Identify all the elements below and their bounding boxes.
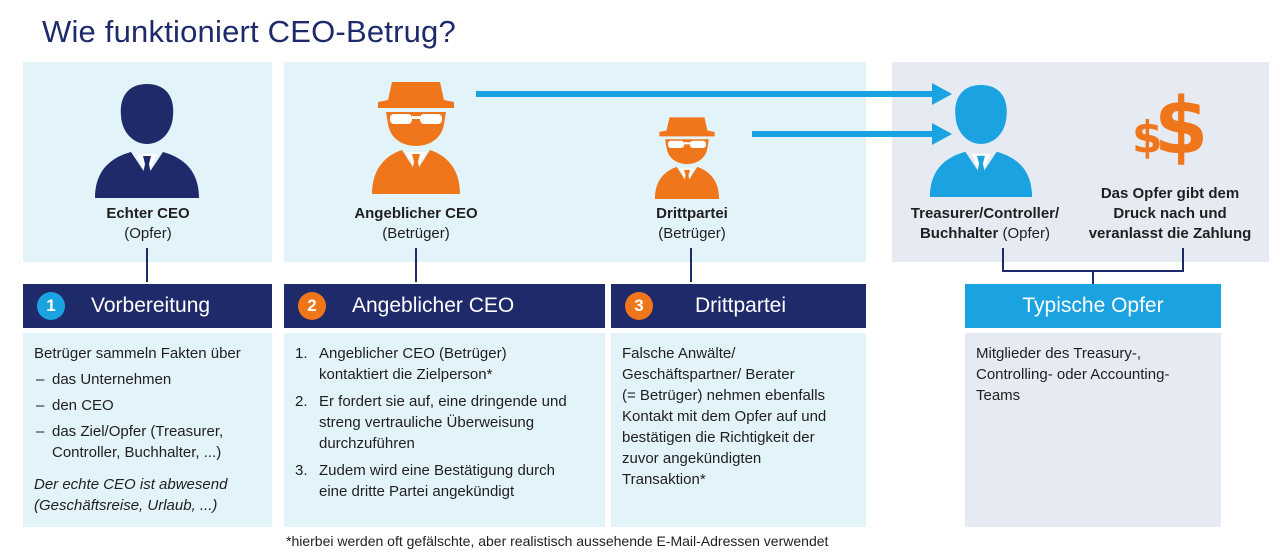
text-line: Controlling- oder Accounting-	[976, 366, 1170, 383]
step-title: Drittpartei	[695, 294, 787, 317]
angeblicher-ceo-role: (Betrüger)	[382, 225, 450, 242]
list-item: –das Ziel/Opfer (Treasurer,Controller, B…	[36, 423, 224, 461]
list-item: –den CEO	[36, 397, 114, 414]
label-zahlung: Das Opfer gibt dem Druck nach und veranl…	[1080, 184, 1260, 244]
bracket-line	[1092, 270, 1094, 284]
label-treasurer: Treasurer/Controller/ Buchhalter (Opfer)	[896, 204, 1074, 244]
dollar-small: $	[1132, 112, 1163, 163]
text-line: Geschäftspartner/ Berater	[622, 366, 795, 383]
dollar-large: $	[1154, 82, 1209, 172]
step1-note: Der echte CEO ist abwesend (Geschäftsrei…	[34, 476, 228, 514]
zahlung-line1: Das Opfer gibt dem	[1100, 185, 1240, 202]
zahlung-line3: veranlasst die Zahlung	[1088, 225, 1252, 242]
bracket-line	[1002, 248, 1004, 272]
zahlung-line2: Druck nach und	[1113, 205, 1227, 222]
spy-icon	[654, 117, 720, 199]
text-line: zuvor angekündigten	[622, 450, 762, 467]
connector-line	[690, 248, 692, 282]
label-echter-ceo: Echter CEO (Opfer)	[73, 204, 223, 244]
arrow-right-icon	[476, 83, 952, 105]
step-header-2: 2 Angeblicher CEO	[284, 284, 605, 328]
step-number-badge: 2	[298, 292, 326, 320]
step3-content: Falsche Anwälte/ Geschäftspartner/ Berat…	[611, 333, 866, 527]
arrows	[476, 83, 952, 145]
text-line: Transaktion*	[622, 471, 706, 488]
connector-line	[415, 248, 417, 282]
connector-line	[146, 248, 148, 282]
step-number-badge: 3	[625, 292, 653, 320]
drittpartei-role: (Betrüger)	[658, 225, 726, 242]
step2-content: 1.Angeblicher CEO (Betrüger)kontaktiert …	[284, 333, 605, 527]
victims-header: Typische Opfer	[965, 284, 1221, 328]
arrow-right-icon	[752, 123, 952, 145]
step1-content: Betrüger sammeln Fakten über –das Untern…	[23, 333, 272, 527]
footnote: *hierbei werden oft gefälschte, aber rea…	[286, 533, 829, 549]
step-title: Vorbereitung	[91, 294, 211, 317]
text-line: bestätigen die Richtigkeit der	[622, 429, 815, 446]
bracket-line	[1182, 248, 1184, 272]
label-angeblicher-ceo: Angeblicher CEO (Betrüger)	[341, 204, 491, 244]
step-header-3: 3 Drittpartei	[611, 284, 866, 328]
step1-list: –das Unternehmen –den CEO –das Ziel/Opfe…	[34, 369, 262, 463]
list-item: –das Unternehmen	[36, 371, 172, 388]
ceo-person-icon	[95, 84, 199, 198]
label-drittpartei: Drittpartei (Betrüger)	[617, 204, 767, 244]
echter-ceo-role: (Opfer)	[124, 225, 172, 242]
step-title: Angeblicher CEO	[352, 294, 515, 317]
victim-person-icon	[929, 84, 1033, 197]
text-line: Kontakt mit dem Opfer auf und	[622, 408, 827, 425]
text-line: (= Betrüger) nehmen ebenfalls	[622, 387, 826, 404]
page-title: Wie funktioniert CEO-Betrug?	[42, 14, 456, 49]
step1-intro: Betrüger sammeln Fakten über	[34, 345, 241, 362]
drittpartei-name: Drittpartei	[656, 205, 728, 222]
list-item: 1.Angeblicher CEO (Betrüger)kontaktiert …	[295, 345, 507, 383]
step-number-badge: 1	[37, 292, 65, 320]
text-line: Teams	[976, 387, 1021, 404]
echter-ceo-name: Echter CEO	[106, 205, 190, 222]
treasurer-role: (Opfer)	[1002, 225, 1051, 242]
treasurer-name-line2: Buchhalter	[919, 225, 999, 242]
text-line: Falsche Anwälte/	[622, 345, 736, 362]
spy-icon	[372, 82, 460, 194]
treasurer-name-line1: Treasurer/Controller/	[910, 205, 1060, 222]
step-header-1: 1 Vorbereitung	[23, 284, 272, 328]
victims-content: Mitglieder des Treasury-, Controlling- o…	[965, 333, 1221, 527]
text-line: Mitglieder des Treasury-,	[976, 345, 1142, 362]
angeblicher-ceo-name: Angeblicher CEO	[354, 205, 478, 222]
dollar-icon: $ $	[1130, 82, 1210, 182]
list-item: 2.Er fordert sie auf, eine dringende und…	[295, 393, 567, 452]
step2-list: 1.Angeblicher CEO (Betrüger)kontaktiert …	[295, 343, 595, 502]
